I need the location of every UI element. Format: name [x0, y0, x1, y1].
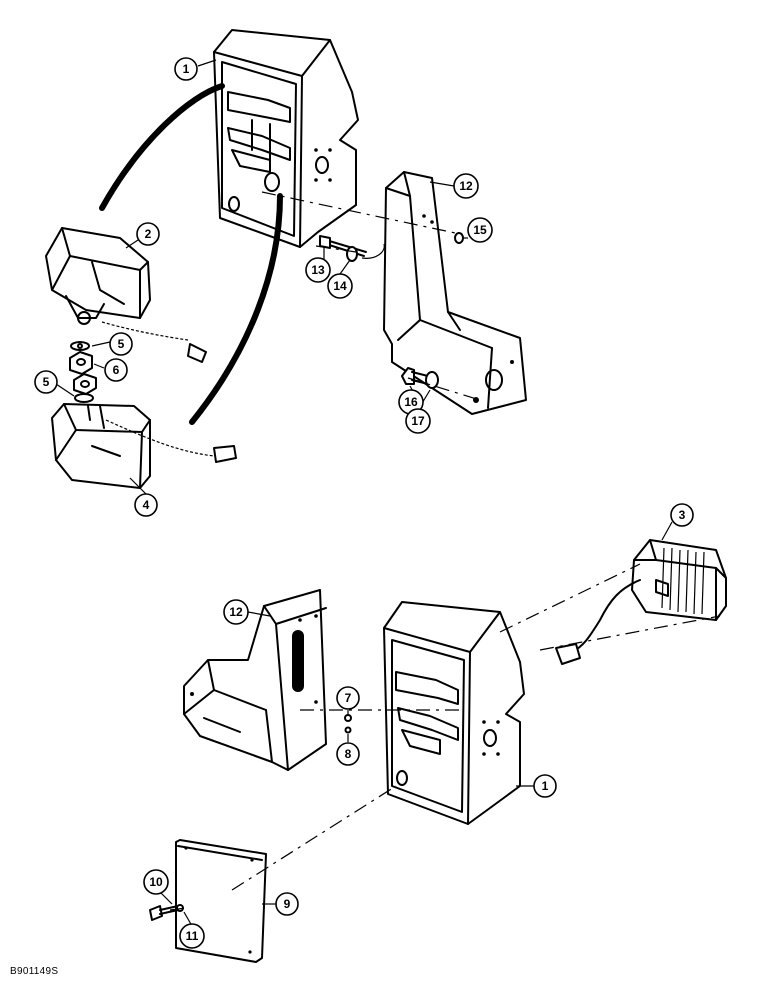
svg-text:16: 16 — [404, 395, 418, 409]
callout-16: 16 — [398, 389, 424, 415]
svg-text:10: 10 — [149, 875, 163, 889]
callout-10: 10 — [143, 869, 169, 895]
svg-text:1: 1 — [183, 62, 190, 76]
svg-text:1: 1 — [542, 779, 549, 793]
svg-text:11: 11 — [186, 929, 199, 943]
svg-text:4: 4 — [143, 498, 150, 512]
callout-13: 13 — [305, 257, 331, 283]
callout-5-lower: 5 — [34, 370, 58, 394]
callout-5-upper: 5 — [109, 332, 133, 356]
svg-text:12: 12 — [459, 179, 473, 193]
svg-text:9: 9 — [284, 897, 291, 911]
work-light-upper — [45, 227, 207, 363]
callout-3: 3 — [670, 503, 694, 527]
work-light-lower — [51, 403, 237, 489]
callout-1-top: 1 — [174, 57, 198, 81]
mounting-bracket-bottom — [183, 589, 327, 771]
assembly-lines-top — [261, 191, 481, 401]
housing-bottom — [383, 601, 525, 825]
screw-and-washer — [149, 904, 184, 921]
callout-2: 2 — [136, 222, 160, 246]
svg-text:5: 5 — [118, 337, 125, 351]
callout-14: 14 — [327, 273, 353, 299]
svg-text:2: 2 — [145, 227, 152, 241]
callout-8: 8 — [336, 742, 360, 766]
washer-nut-small — [344, 714, 352, 734]
svg-text:7: 7 — [345, 691, 352, 705]
washers-and-nuts — [69, 341, 97, 403]
svg-text:13: 13 — [311, 263, 325, 277]
callout-6: 6 — [104, 358, 128, 382]
callout-12-top: 12 — [453, 173, 479, 199]
callout-7: 7 — [336, 686, 360, 710]
callout-9: 9 — [275, 892, 299, 916]
callout-17: 17 — [405, 408, 431, 434]
callout-12-bottom: 12 — [223, 599, 249, 625]
callout-15: 15 — [467, 217, 493, 243]
callout-4: 4 — [134, 493, 158, 517]
svg-text:3: 3 — [679, 508, 686, 522]
callout-1-bottom: 1 — [533, 774, 557, 798]
svg-text:5: 5 — [43, 375, 50, 389]
housing-top — [213, 29, 359, 248]
svg-text:8: 8 — [345, 747, 352, 761]
mounting-bracket-top — [383, 171, 527, 415]
svg-text:6: 6 — [113, 363, 120, 377]
svg-text:15: 15 — [473, 223, 487, 237]
tail-light — [555, 539, 727, 665]
svg-text:17: 17 — [411, 414, 425, 428]
wiring-harness — [99, 83, 283, 425]
svg-text:14: 14 — [333, 279, 347, 293]
assembly-lines-bottom — [169, 563, 721, 911]
callout-leaders — [55, 59, 673, 927]
figure-code: B901149S — [10, 966, 59, 977]
callout-11: 11 — [179, 923, 205, 949]
svg-text:12: 12 — [229, 605, 243, 619]
